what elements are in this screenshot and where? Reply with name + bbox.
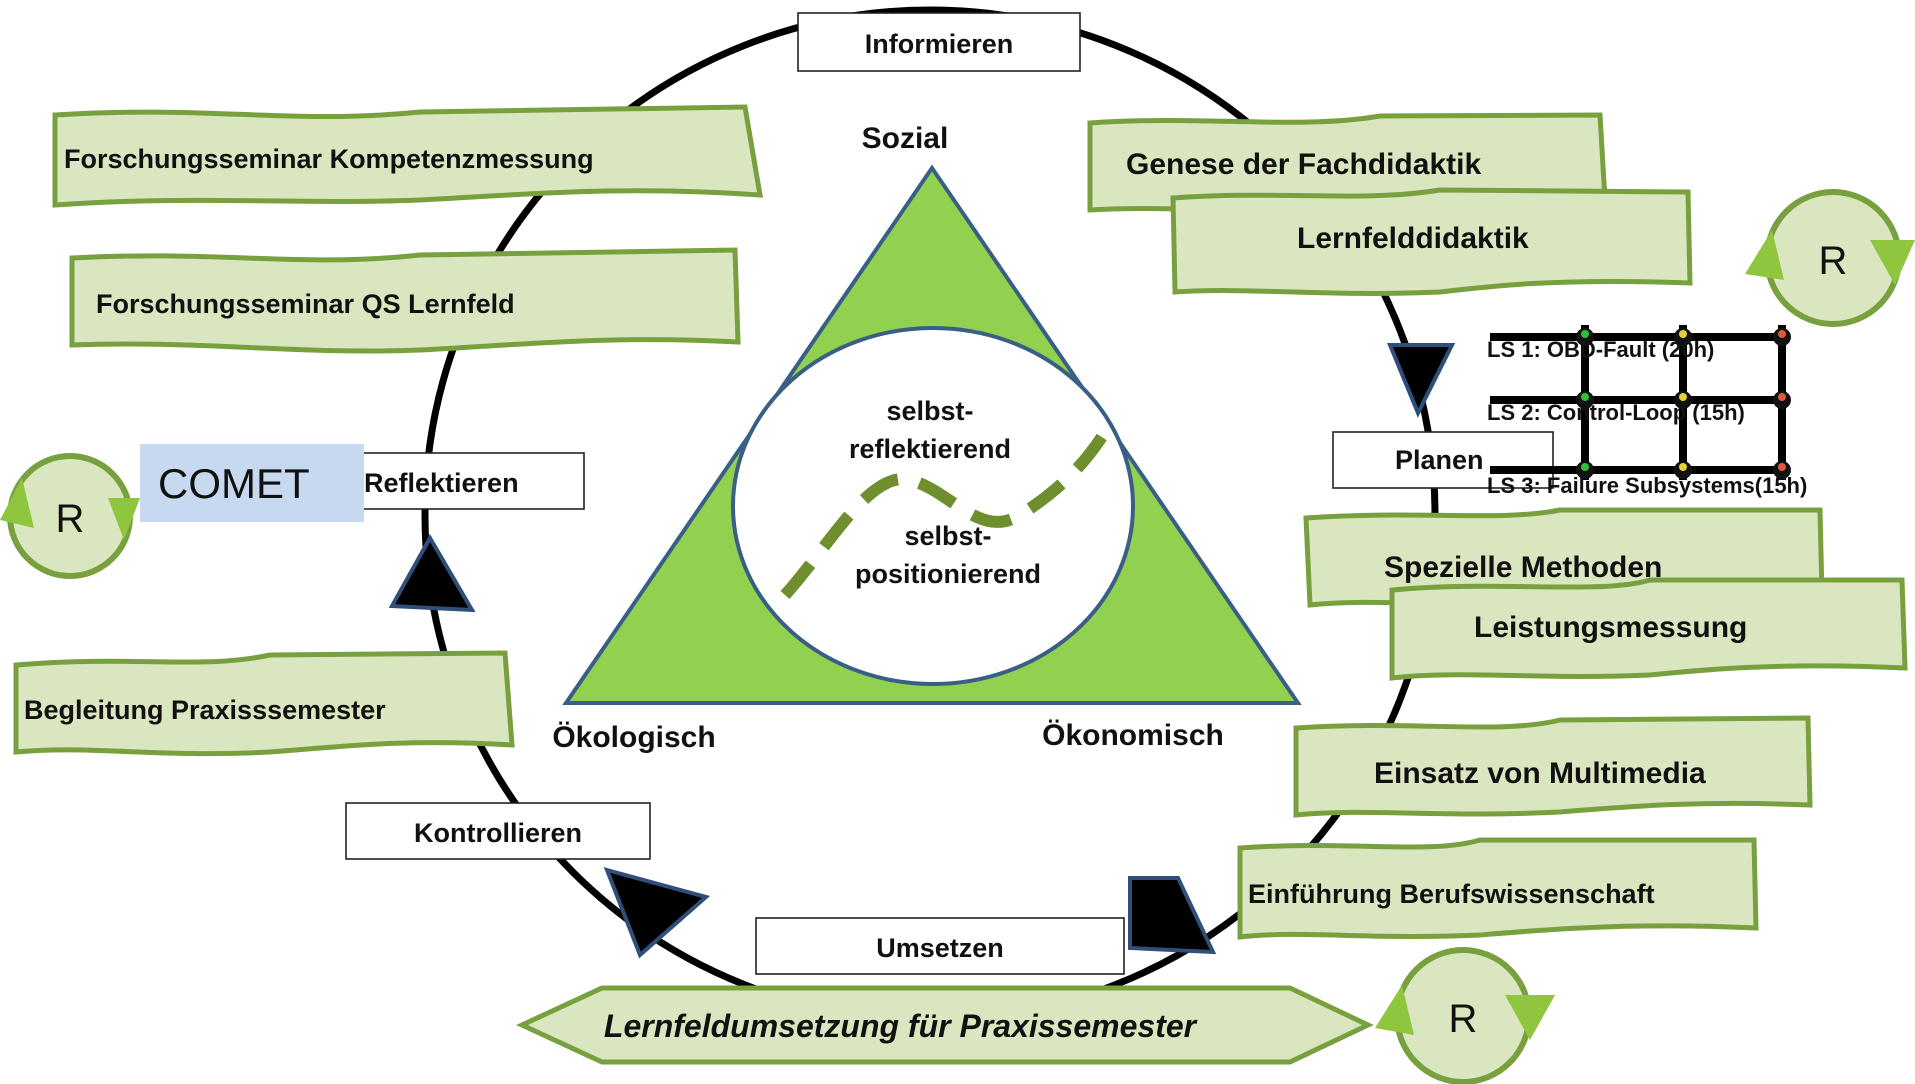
step-box-informieren xyxy=(797,12,1081,72)
r-arrow-top-right-a xyxy=(1745,230,1784,280)
text-leistungsmessung: Leistungsmessung xyxy=(1474,611,1747,644)
step-kontrollieren: Kontrollieren xyxy=(414,818,582,848)
label-oekologisch: Ökologisch xyxy=(552,721,715,754)
ls-dot-light-r2-c3 xyxy=(1778,393,1786,401)
ls-grid: LS 1: OBD-Fault (20h) LS 2: Control-Loop… xyxy=(1487,325,1807,498)
step-reflektieren: Reflektieren xyxy=(364,468,519,498)
step-planen: Planen xyxy=(1395,445,1484,475)
inner-upper-line2: reflektierend xyxy=(849,434,1011,464)
ls-dot-light-r1-c1 xyxy=(1581,330,1589,338)
banner-multimedia xyxy=(1293,715,1813,818)
text-spezielle-methoden: Spezielle Methoden xyxy=(1384,551,1662,584)
step-box-reflektieren xyxy=(359,452,585,510)
label-sozial: Sozial xyxy=(862,122,949,155)
step-box-kontrollieren xyxy=(345,802,651,860)
ls-dot-light-r1-c3 xyxy=(1778,330,1786,338)
comet-box xyxy=(140,444,364,522)
step-box-planen xyxy=(1332,431,1554,489)
r-arrow-left-b xyxy=(108,498,140,540)
label-oekonomisch: Ökonomisch xyxy=(1042,719,1224,752)
r-arrow-bottom-a xyxy=(1375,985,1414,1035)
r-arrow-left-a xyxy=(0,478,34,528)
bottom-hexagon-banner xyxy=(516,985,1374,1065)
ls-dot-light-r2-c1 xyxy=(1581,393,1589,401)
inner-ellipse xyxy=(731,326,1135,686)
banner-berufswissenschaft xyxy=(1237,837,1759,940)
ls-dot-light-r3-c3 xyxy=(1778,463,1786,471)
r-label-bottom: R xyxy=(1449,997,1478,1041)
inner-upper-line1: selbst- xyxy=(886,396,973,426)
ls-dot-light-r3-c2 xyxy=(1679,463,1687,471)
step-umsetzen: Umsetzen xyxy=(876,933,1004,963)
text-begleitung: Begleitung Praxisssemester xyxy=(24,695,386,725)
step-informieren: Informieren xyxy=(865,29,1014,59)
text-lernfelddidaktik: Lernfelddidaktik xyxy=(1297,222,1529,255)
text-forschung-kompetenz: Forschungsseminar Kompetenzmessung xyxy=(64,144,594,174)
dashed-wave-line xyxy=(780,417,1118,600)
r-arrow-top-right-b xyxy=(1870,240,1915,285)
step-box-umsetzen xyxy=(755,917,1125,975)
r-cycle-icon-bottom[interactable]: R xyxy=(1375,947,1555,1084)
text-genese: Genese der Fachdidaktik xyxy=(1126,148,1481,181)
inner-lower-line1: selbst- xyxy=(904,521,991,551)
r-label-top-right: R xyxy=(1819,239,1848,283)
comet-label: COMET xyxy=(158,460,310,507)
r-cycle-icon-left[interactable]: R xyxy=(0,453,140,579)
r-arrow-bottom-b xyxy=(1505,995,1555,1040)
ls-dot-light-r3-c1 xyxy=(1581,463,1589,471)
banner-begleitung xyxy=(13,650,515,757)
inner-lower-line2: positionierend xyxy=(855,559,1041,589)
r-cycle-icon-top-right[interactable]: R xyxy=(1745,189,1915,327)
text-berufswissenschaft: Einführung Berufswissenschaft xyxy=(1248,879,1655,909)
cycle-arrow-bottom-left xyxy=(603,867,711,959)
r-label-left: R xyxy=(56,497,85,541)
ls-dot-light-r2-c2 xyxy=(1679,393,1687,401)
banner-lernfelddidaktik xyxy=(1170,187,1693,296)
ls-row-3: LS 3: Failure Subsystems(15h) xyxy=(1487,473,1807,498)
ls-dot-light-r1-c2 xyxy=(1679,330,1687,338)
text-multimedia: Einsatz von Multimedia xyxy=(1374,757,1706,790)
ls-status-dots xyxy=(1576,328,1791,479)
cycle-arrow-right xyxy=(1387,343,1456,418)
banner-forschung-qs xyxy=(69,247,741,354)
text-forschung-qs: Forschungsseminar QS Lernfeld xyxy=(96,289,515,319)
banner-forschung-kompetenz xyxy=(52,104,763,208)
ls-row-2: LS 2: Control-Loop (15h) xyxy=(1487,400,1745,425)
banner-leistungsmessung xyxy=(1389,577,1908,681)
text-bottom-banner: Lernfeldumsetzung für Praxissemester xyxy=(604,1008,1198,1044)
cycle-arrow-left xyxy=(388,533,476,613)
cycle-arrow-bottom-right xyxy=(1128,876,1217,955)
